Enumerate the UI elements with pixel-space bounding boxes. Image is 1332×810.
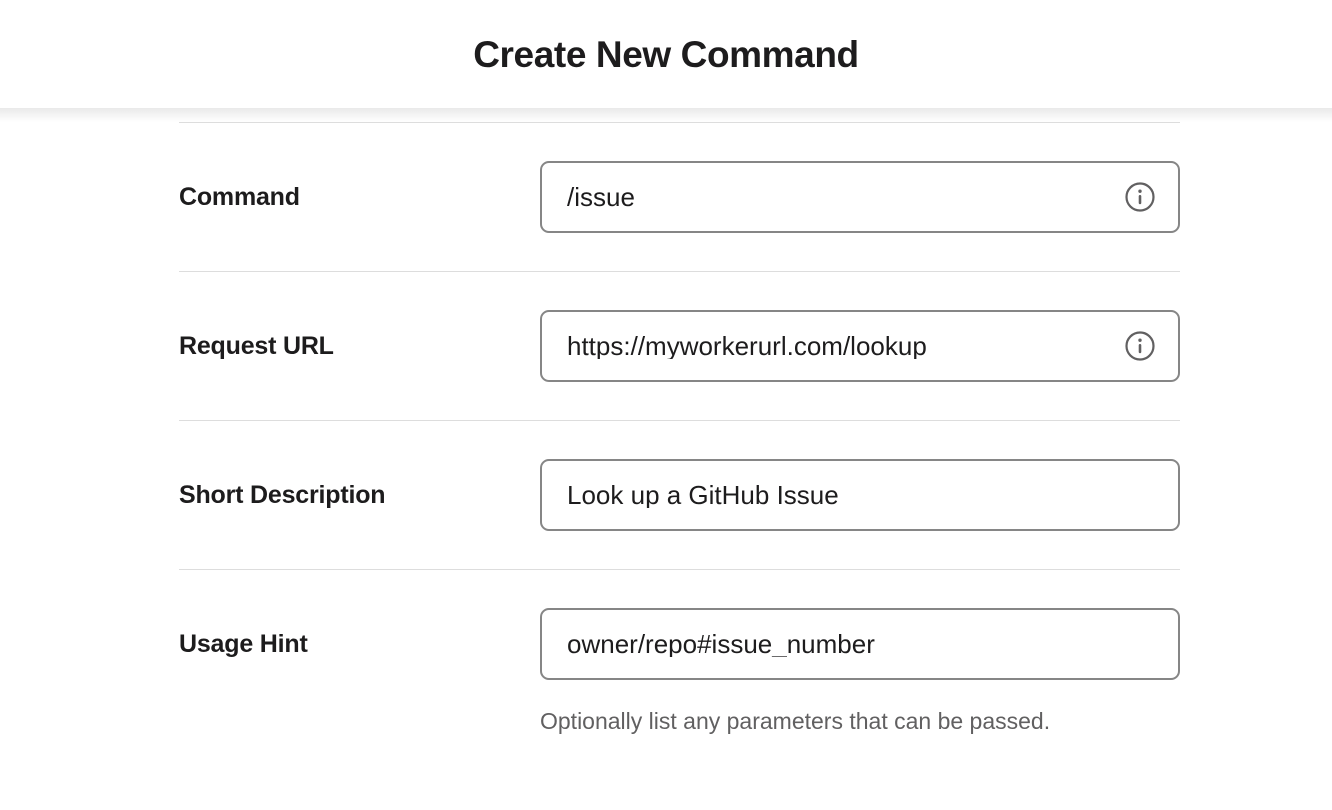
command-input-value[interactable]: /issue bbox=[567, 184, 635, 210]
info-icon[interactable] bbox=[1124, 181, 1156, 213]
field-label-request-url: Request URL bbox=[179, 332, 334, 360]
form-divider bbox=[179, 420, 1180, 421]
short-description-input[interactable]: Look up a GitHub Issue bbox=[540, 459, 1180, 531]
field-control-short-description: Look up a GitHub Issue bbox=[540, 421, 1332, 531]
form-divider bbox=[179, 569, 1180, 570]
field-row-short-description: Short Description Look up a GitHub Issue bbox=[0, 421, 1332, 569]
form-divider bbox=[179, 271, 1180, 272]
field-label-usage-hint: Usage Hint bbox=[179, 630, 308, 658]
field-row-command: Command /issue bbox=[0, 123, 1332, 271]
field-label-command: Command bbox=[179, 183, 300, 211]
usage-hint-input[interactable]: owner/repo#issue_number bbox=[540, 608, 1180, 680]
request-url-input-value[interactable]: https://myworkerurl.com/lookup bbox=[567, 333, 927, 359]
request-url-input[interactable]: https://myworkerurl.com/lookup bbox=[540, 310, 1180, 382]
field-control-command: /issue bbox=[540, 123, 1332, 233]
header-shadow-divider bbox=[0, 108, 1332, 122]
field-control-usage-hint: owner/repo#issue_number Optionally list … bbox=[540, 570, 1332, 736]
usage-hint-input-value[interactable]: owner/repo#issue_number bbox=[567, 631, 875, 657]
usage-hint-helper-text: Optionally list any parameters that can … bbox=[540, 708, 1051, 734]
field-label-short-description: Short Description bbox=[179, 481, 386, 509]
page-title: Create New Command bbox=[473, 33, 859, 75]
command-input[interactable]: /issue bbox=[540, 161, 1180, 233]
short-description-input-value[interactable]: Look up a GitHub Issue bbox=[567, 482, 839, 508]
command-form: Command /issue Request URL https://mywor… bbox=[0, 122, 1332, 760]
dialog-header: Create New Command bbox=[0, 0, 1332, 108]
field-control-request-url: https://myworkerurl.com/lookup bbox=[540, 272, 1332, 382]
info-icon[interactable] bbox=[1124, 330, 1156, 362]
form-divider bbox=[179, 122, 1180, 123]
field-row-request-url: Request URL https://myworkerurl.com/look… bbox=[0, 272, 1332, 420]
field-row-usage-hint: Usage Hint owner/repo#issue_number Optio… bbox=[0, 570, 1332, 760]
